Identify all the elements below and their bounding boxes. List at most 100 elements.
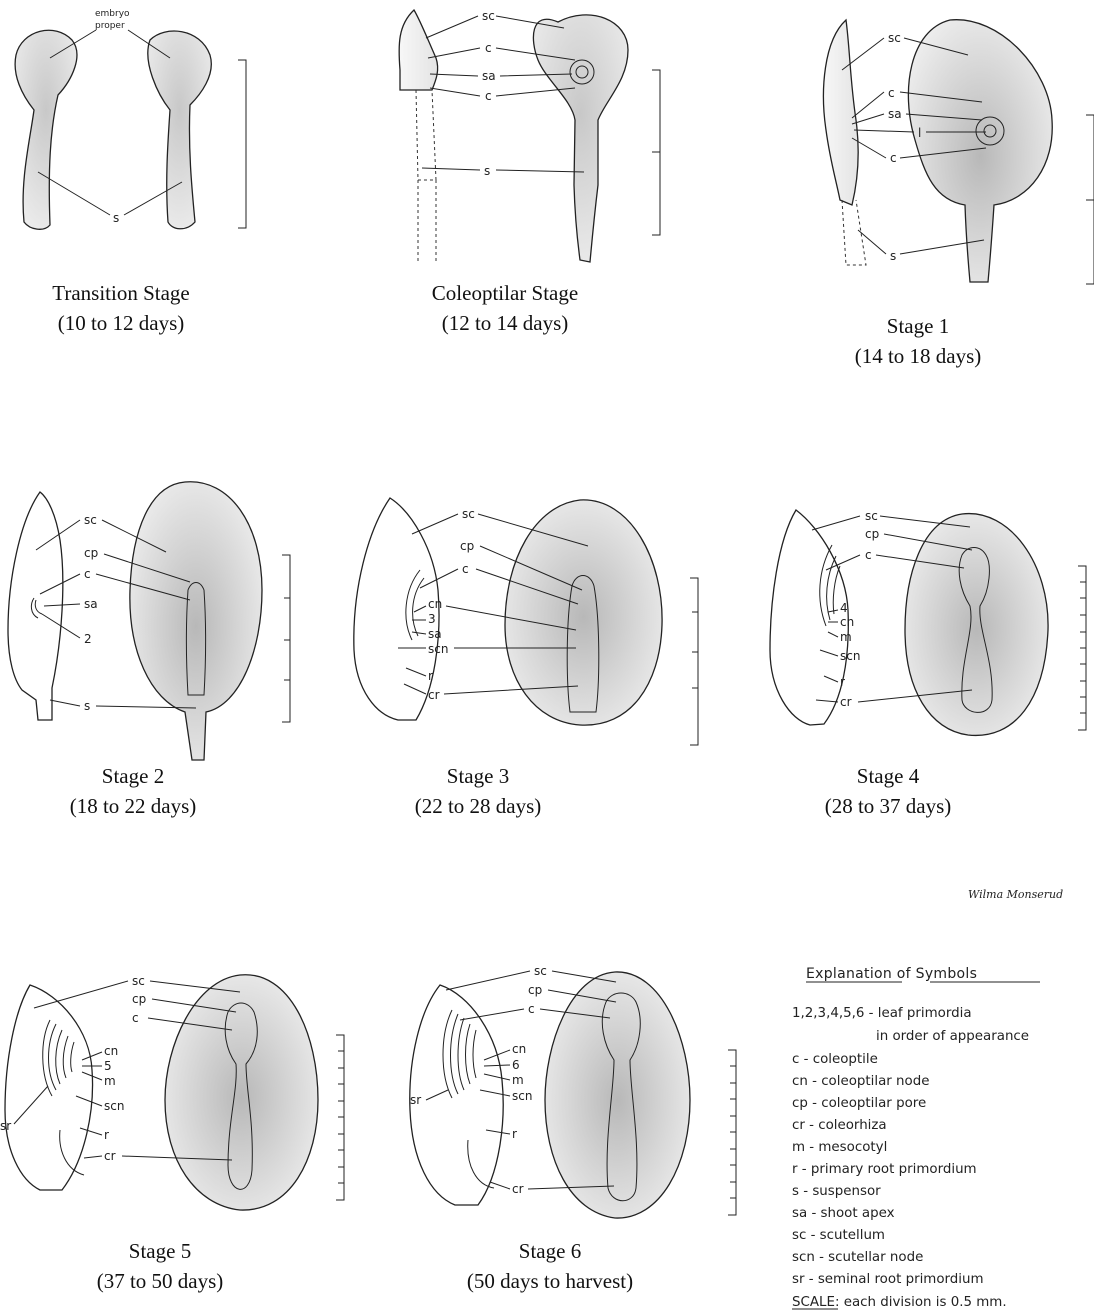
label-s: s [484, 164, 490, 178]
label-cp: cp [84, 546, 98, 560]
caption-days: (10 to 12 days) [58, 311, 185, 335]
caption-days: (37 to 50 days) [97, 1269, 224, 1293]
explanation-item: cn - coleoptilar node [792, 1074, 929, 1089]
explanation-item: cr - coleorhiza [792, 1118, 887, 1133]
scale-bar [652, 70, 660, 235]
label-r: r [512, 1127, 517, 1141]
explanation-of-symbols: Explanation of Symbols 1,2,3,4,5,6 - lea… [792, 966, 1040, 1310]
label-scn: scn [428, 642, 448, 656]
label-m: m [512, 1073, 524, 1087]
explanation-item: s - suspensor [792, 1184, 881, 1199]
label-c: c [888, 86, 895, 100]
side-view [354, 498, 439, 720]
label-cr: cr [428, 688, 440, 702]
scale-bar [238, 60, 246, 228]
stage-3: sc cp c cn 3 sa scn r cr Stage 3 (22 to … [354, 498, 698, 818]
caption-title: Stage 3 [447, 764, 509, 788]
scale-bar [1078, 566, 1086, 730]
label-embryo-line2: proper [95, 21, 125, 31]
label-c: c [528, 1002, 535, 1016]
label-c: c [485, 41, 492, 55]
label-sc: sc [482, 9, 495, 23]
label-sa: sa [888, 107, 902, 121]
scale-bar [336, 1035, 344, 1200]
caption-title: Stage 5 [129, 1239, 191, 1263]
coleoptilar-stage: sc c sa c s Coleoptilar Stage (12 to 14 … [399, 9, 660, 335]
label-scn: scn [104, 1099, 124, 1113]
label-cn: cn [512, 1042, 526, 1056]
label-5: 5 [104, 1059, 112, 1073]
stage-6: sc cp c cn 6 m scn r cr sr Stage 6 (50 d… [410, 964, 736, 1293]
label-sc: sc [84, 513, 97, 527]
label-cn: cn [840, 615, 854, 629]
label-s: s [84, 699, 90, 713]
label-embryo-line1: embryo [95, 9, 130, 19]
scale-text: : each division is 0.5 mm. [835, 1295, 1007, 1310]
caption-title: Stage 6 [519, 1239, 581, 1263]
scale-bar [1086, 115, 1094, 284]
label-sc: sc [888, 31, 901, 45]
side-view [770, 510, 848, 725]
stage-5: sc cp c cn 5 m scn r cr sr Stage 5 (37 t… [0, 974, 344, 1293]
label-cr: cr [104, 1149, 116, 1163]
face-view [165, 975, 318, 1210]
scale-note: SCALE: each division is 0.5 mm. [792, 1295, 1007, 1310]
explanation-item: sc - scutellum [792, 1228, 885, 1243]
label-c: c [865, 548, 872, 562]
label-s: s [890, 249, 896, 263]
stage-4: sc cp c 4 cn m scn r cr Stage 4 (28 to 3… [770, 509, 1086, 818]
stage-1: sc c sa l c s Stage 1 (14 to 18 days) [823, 20, 1094, 368]
face-view [908, 20, 1052, 282]
label-cp: cp [132, 992, 146, 1006]
scale-key: SCALE [792, 1295, 835, 1310]
scale-bar [282, 555, 290, 722]
scale-bar [728, 1050, 736, 1215]
caption-days: (50 days to harvest) [467, 1269, 633, 1293]
caption-title: Stage 1 [887, 314, 949, 338]
explanation-item: in order of appearance [876, 1029, 1029, 1044]
label-sr: sr [410, 1093, 421, 1107]
label-sr: sr [0, 1119, 11, 1133]
label-r: r [840, 675, 845, 689]
label-cr: cr [512, 1182, 524, 1196]
side-view [5, 985, 93, 1190]
label-sc: sc [865, 509, 878, 523]
label-sa: sa [482, 69, 496, 83]
caption-title: Coleoptilar Stage [432, 281, 578, 305]
label-c-2: c [890, 151, 897, 165]
label-cn: cn [104, 1044, 118, 1058]
label-m: m [840, 630, 852, 644]
label-r: r [104, 1128, 109, 1142]
artist-signature: Wilma Monserud [968, 888, 1063, 901]
label-sc: sc [132, 974, 145, 988]
label-m: m [104, 1074, 116, 1088]
side-view [823, 20, 858, 205]
label-cp: cp [528, 983, 542, 997]
caption-days: (14 to 18 days) [855, 344, 982, 368]
transition-stage: embryo proper s Transition Stage (10 to … [15, 9, 246, 335]
label-r: r [428, 669, 433, 683]
label-c: c [84, 567, 91, 581]
label-2: 2 [84, 632, 92, 646]
label-cp: cp [460, 539, 474, 553]
explanation-item: sr - seminal root primordium [792, 1272, 984, 1287]
label-sa: sa [428, 627, 442, 641]
explanation-heading: Explanation of Symbols [806, 966, 977, 982]
explanation-item: c - coleoptile [792, 1052, 878, 1067]
face-view [505, 500, 662, 725]
caption-title: Stage 4 [857, 764, 920, 788]
face-view [130, 482, 262, 760]
side-view [399, 10, 438, 90]
embryo-left [15, 30, 77, 229]
explanation-item: r - primary root primordium [792, 1162, 977, 1177]
explanation-item: cp - coleoptilar pore [792, 1096, 926, 1111]
caption-days: (18 to 22 days) [70, 794, 197, 818]
label-s: s [113, 211, 119, 225]
caption-title: Transition Stage [52, 281, 189, 305]
label-cp: cp [865, 527, 879, 541]
label-scn: scn [512, 1089, 532, 1103]
label-sc: sc [534, 964, 547, 978]
caption-days: (22 to 28 days) [415, 794, 542, 818]
label-c: c [132, 1011, 139, 1025]
